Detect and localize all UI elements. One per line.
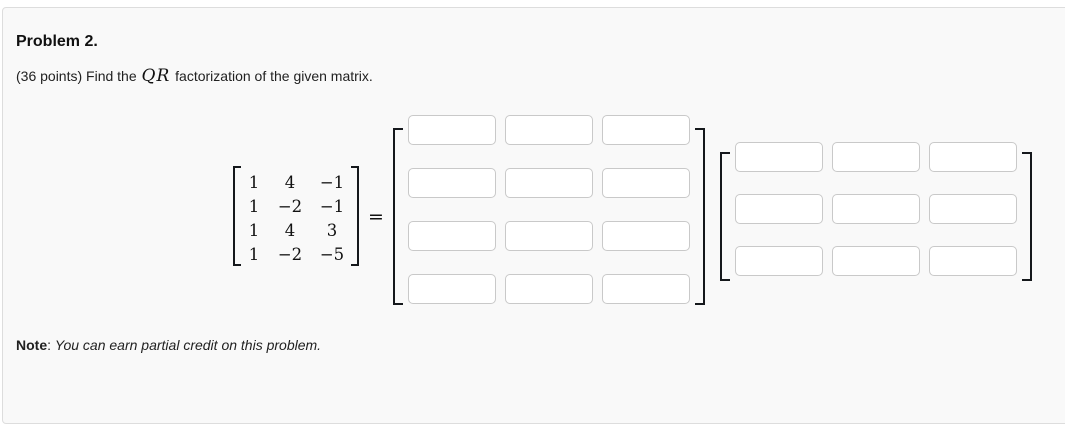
right-bracket-icon [351, 166, 359, 266]
given-matrix-values: 1 4 −1 1 −2 −1 1 4 3 1 −2 −5 [241, 170, 351, 266]
q-entry-input-r2c3[interactable] [601, 167, 690, 198]
matrix-cell: 1 [248, 220, 260, 240]
q-answer-grid [407, 114, 690, 304]
q-entry-input-r2c1[interactable] [407, 167, 496, 198]
left-bracket-icon [719, 151, 730, 281]
matrix-cell: 1 [248, 244, 260, 264]
equation-row: 1 4 −1 1 −2 −1 1 4 3 1 −2 −5 = [233, 114, 1065, 311]
matrix-cell: 1 [248, 172, 260, 192]
r-entry-input-r1c1[interactable] [734, 142, 823, 172]
r-entry-input-r3c2[interactable] [831, 246, 920, 276]
problem-title: Problem 2. [16, 33, 98, 50]
matrix-cell: −1 [319, 172, 345, 192]
q-entry-input-r4c3[interactable] [601, 273, 690, 304]
note-text: You can earn partial credit on this prob… [54, 337, 322, 353]
right-bracket-icon [694, 127, 705, 305]
r-answer-grid [734, 142, 1017, 276]
r-entry-input-r1c2[interactable] [831, 142, 920, 172]
q-entry-input-r2c2[interactable] [504, 167, 593, 198]
given-matrix: 1 4 −1 1 −2 −1 1 4 3 1 −2 −5 [233, 166, 359, 266]
q-entry-input-r4c2[interactable] [504, 273, 593, 304]
q-answer-matrix [392, 114, 705, 311]
r-entry-input-r3c3[interactable] [928, 246, 1017, 276]
inline-math-qr: QR [141, 66, 171, 86]
r-entry-input-r2c2[interactable] [831, 194, 920, 224]
matrix-cell: 3 [326, 220, 338, 240]
r-entry-input-r1c3[interactable] [928, 142, 1017, 172]
r-answer-matrix [719, 142, 1032, 283]
matrix-cell: −5 [319, 244, 345, 264]
matrix-cell: 4 [284, 172, 296, 192]
left-bracket-icon [392, 127, 403, 305]
q-entry-input-r4c1[interactable] [407, 273, 496, 304]
note-separator: : [47, 337, 55, 353]
note-label: Note [16, 337, 48, 353]
q-entry-input-r1c2[interactable] [504, 114, 593, 145]
matrix-cell: −1 [319, 196, 345, 216]
right-bracket-icon [1021, 151, 1032, 281]
matrix-cell: 4 [284, 220, 296, 240]
q-entry-input-r1c1[interactable] [407, 114, 496, 145]
problem-statement: (36 points) Find the QR factorization of… [16, 66, 1065, 86]
q-entry-input-r1c3[interactable] [601, 114, 690, 145]
equals-sign: = [368, 206, 384, 228]
statement-prefix: (36 points) Find the [16, 68, 141, 84]
left-bracket-icon [233, 166, 241, 266]
note: Note: You can earn partial credit on thi… [16, 336, 1065, 355]
r-entry-input-r2c3[interactable] [928, 194, 1017, 224]
statement-suffix: factorization of the given matrix. [171, 68, 373, 84]
q-entry-input-r3c3[interactable] [601, 220, 690, 251]
matrix-cell: −2 [277, 244, 303, 264]
q-entry-input-r3c1[interactable] [407, 220, 496, 251]
r-entry-input-r3c1[interactable] [734, 246, 823, 276]
matrix-cell: −2 [277, 196, 303, 216]
problem-panel: Problem 2. (36 points) Find the QR facto… [2, 7, 1065, 424]
matrix-cell: 1 [248, 196, 260, 216]
q-entry-input-r3c2[interactable] [504, 220, 593, 251]
r-entry-input-r2c1[interactable] [734, 194, 823, 224]
